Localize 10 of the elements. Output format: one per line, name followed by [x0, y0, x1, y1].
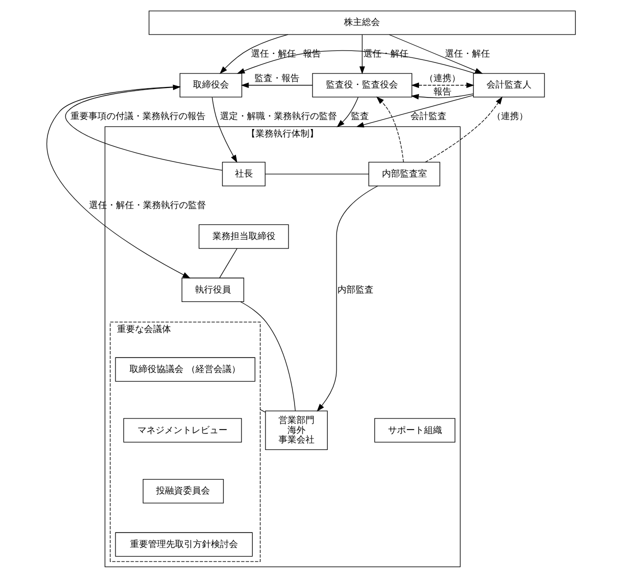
edge-label: 内部監査: [337, 284, 374, 296]
edge-label: 監査・報告: [254, 72, 300, 84]
edge-label: 選定・解職・業務執行の監督: [220, 110, 337, 122]
edge-label: 会計監査: [410, 110, 446, 122]
edge-label: （連携）: [492, 110, 528, 122]
edge-label: 監査: [350, 110, 368, 122]
edge-label: 報告: [433, 86, 452, 98]
edge-label: 選任・解任: [444, 48, 490, 60]
edge-label: 重要事項の付議・業務執行の報告: [70, 110, 205, 122]
edge-label: （連携）: [424, 72, 460, 84]
